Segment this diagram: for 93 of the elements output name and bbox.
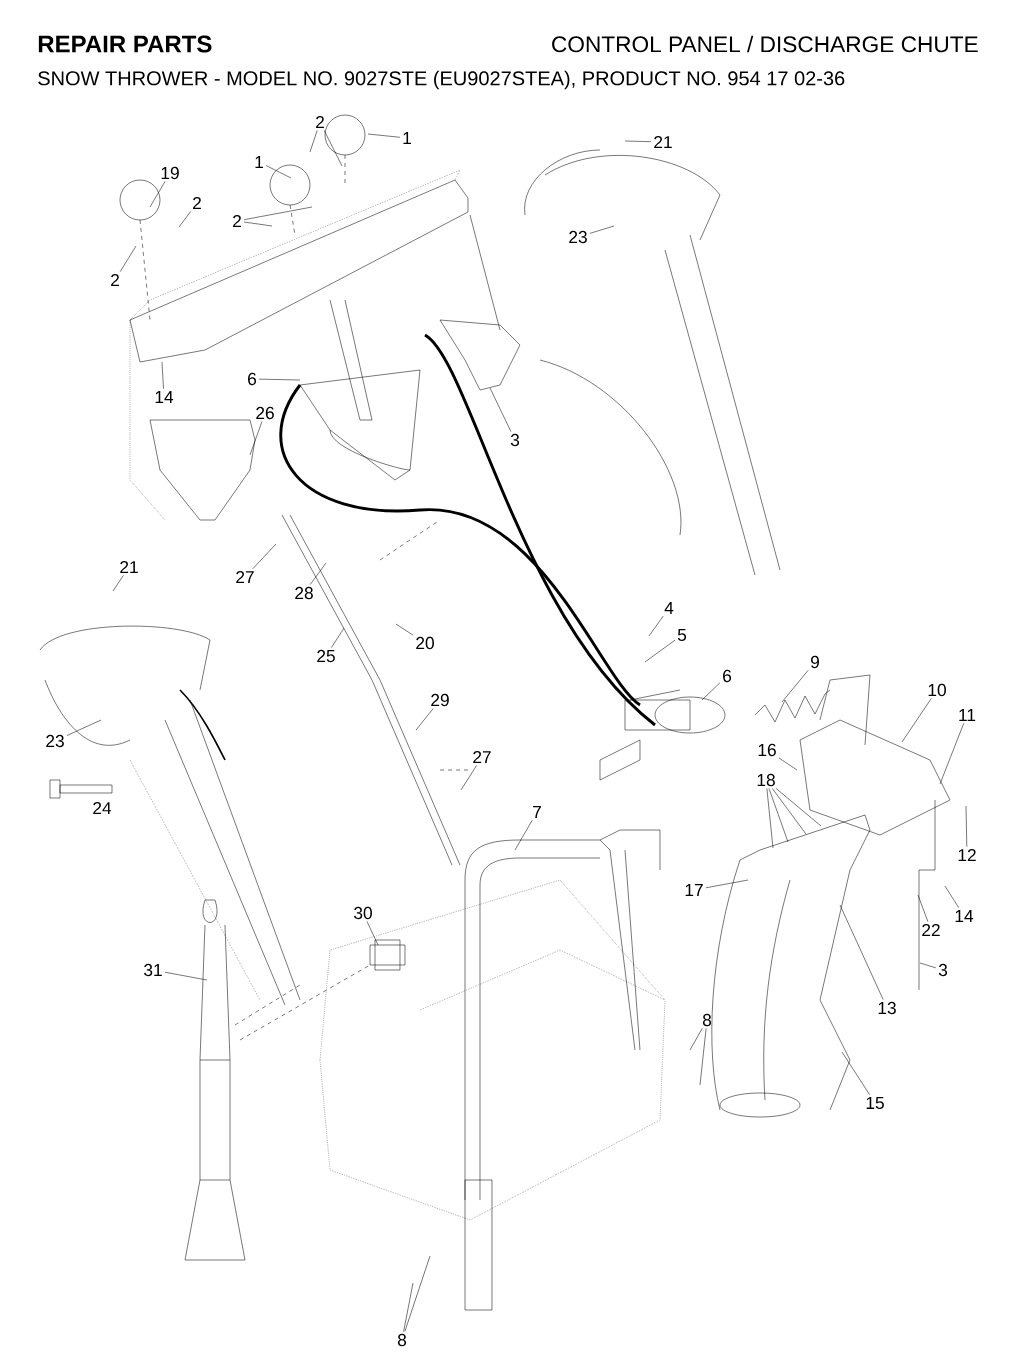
callout-number: 14 <box>955 910 974 922</box>
leader-line <box>331 627 345 648</box>
leader-line <box>901 698 932 743</box>
callout-number: 19 <box>161 166 179 180</box>
callout-number: 6 <box>723 669 732 683</box>
leader-line <box>404 1255 431 1332</box>
leader-line <box>265 165 292 179</box>
leader-line <box>775 788 822 827</box>
callout-number: 12 <box>958 848 976 862</box>
leader-line <box>766 788 774 849</box>
leader-line <box>624 140 652 142</box>
leader-line <box>249 421 263 456</box>
callout-number: 10 <box>928 683 946 697</box>
leader-line <box>965 805 968 847</box>
callout-number: 21 <box>654 135 672 149</box>
leader-line <box>701 682 721 701</box>
leader-line <box>514 819 533 851</box>
leader-line <box>119 245 137 272</box>
leader-line <box>403 1282 414 1332</box>
leader-line <box>841 1051 870 1095</box>
leader-line <box>395 623 414 636</box>
callout-number: 5 <box>677 628 687 642</box>
leader-line <box>648 615 664 637</box>
leader-line <box>258 378 301 381</box>
leader-line <box>66 719 102 736</box>
callout-number: 9 <box>811 655 819 669</box>
callout-number: 13 <box>878 1001 896 1015</box>
leader-line <box>243 221 273 227</box>
callout-number: 17 <box>685 884 703 896</box>
leader-line <box>252 543 277 569</box>
leader-line <box>366 921 379 946</box>
leader-line <box>781 670 809 703</box>
callout-number: 11 <box>959 709 976 721</box>
callout-number: 6 <box>248 372 257 386</box>
heading: REPAIR PARTS <box>38 35 212 53</box>
leader-line <box>768 788 789 843</box>
leader-line <box>917 894 929 922</box>
callout-number: 25 <box>317 649 335 663</box>
callout-number: 2 <box>111 273 119 287</box>
callout-number: 24 <box>93 801 112 815</box>
callout-number: 1 <box>255 156 263 168</box>
callout-number: 26 <box>256 406 274 420</box>
leader-line <box>489 387 512 432</box>
leader-line <box>644 639 676 663</box>
callout-number: 20 <box>416 636 434 650</box>
callout-number: 8 <box>397 1333 407 1347</box>
callout-number: 18 <box>757 773 775 787</box>
callout-number: 4 <box>664 602 674 614</box>
callout-number: 7 <box>533 806 541 818</box>
callout-number: 15 <box>866 1096 884 1110</box>
leader-line <box>243 206 313 220</box>
leader-line <box>415 708 434 731</box>
leader-line <box>839 904 884 1000</box>
leader-line <box>689 1028 703 1051</box>
leader-line <box>705 879 749 889</box>
callout-number: 23 <box>569 230 587 244</box>
leader-line <box>589 225 615 234</box>
leader-line <box>919 962 937 969</box>
callout-number: 30 <box>354 906 372 920</box>
leader-line <box>149 181 166 208</box>
callout-number: 8 <box>702 1013 712 1027</box>
leader-line <box>367 133 401 138</box>
callout-number: 27 <box>236 570 254 584</box>
leader-line <box>309 130 318 153</box>
callout-number: 1 <box>403 132 411 144</box>
leader-line <box>944 885 960 909</box>
callout-number: 14 <box>155 391 174 403</box>
callout-number: 2 <box>233 214 241 228</box>
callout-number: 28 <box>295 586 313 600</box>
callout-number: 3 <box>938 963 948 977</box>
leader-line <box>112 575 124 592</box>
callout-number: 31 <box>144 963 162 977</box>
leader-line <box>699 1028 707 1086</box>
callout-number: 3 <box>510 433 520 447</box>
leader-line <box>771 788 807 835</box>
leader-line <box>161 361 164 390</box>
callout-number: 23 <box>46 734 64 748</box>
callout-number: 29 <box>431 693 449 707</box>
leader-line <box>164 971 208 981</box>
leader-line <box>178 211 192 228</box>
callout-number: 2 <box>316 115 324 129</box>
leader-line <box>323 130 343 167</box>
leader-line <box>778 757 798 771</box>
callout-number: 22 <box>922 923 940 937</box>
callout-number: 16 <box>758 743 776 757</box>
heading: CONTROL PANEL / DISCHARGE CHUTE <box>552 35 978 53</box>
callout-number: 21 <box>120 560 138 574</box>
subheading: SNOW THROWER - MODEL NO. 9027STE (EU9027STEA), PRODUCT NO. 954 17 02-36 <box>38 70 845 90</box>
callout-number: 2 <box>193 196 201 210</box>
leader-line <box>309 562 327 585</box>
callout-number: 27 <box>473 750 491 764</box>
leader-line <box>939 722 965 785</box>
leader-line <box>460 765 477 791</box>
